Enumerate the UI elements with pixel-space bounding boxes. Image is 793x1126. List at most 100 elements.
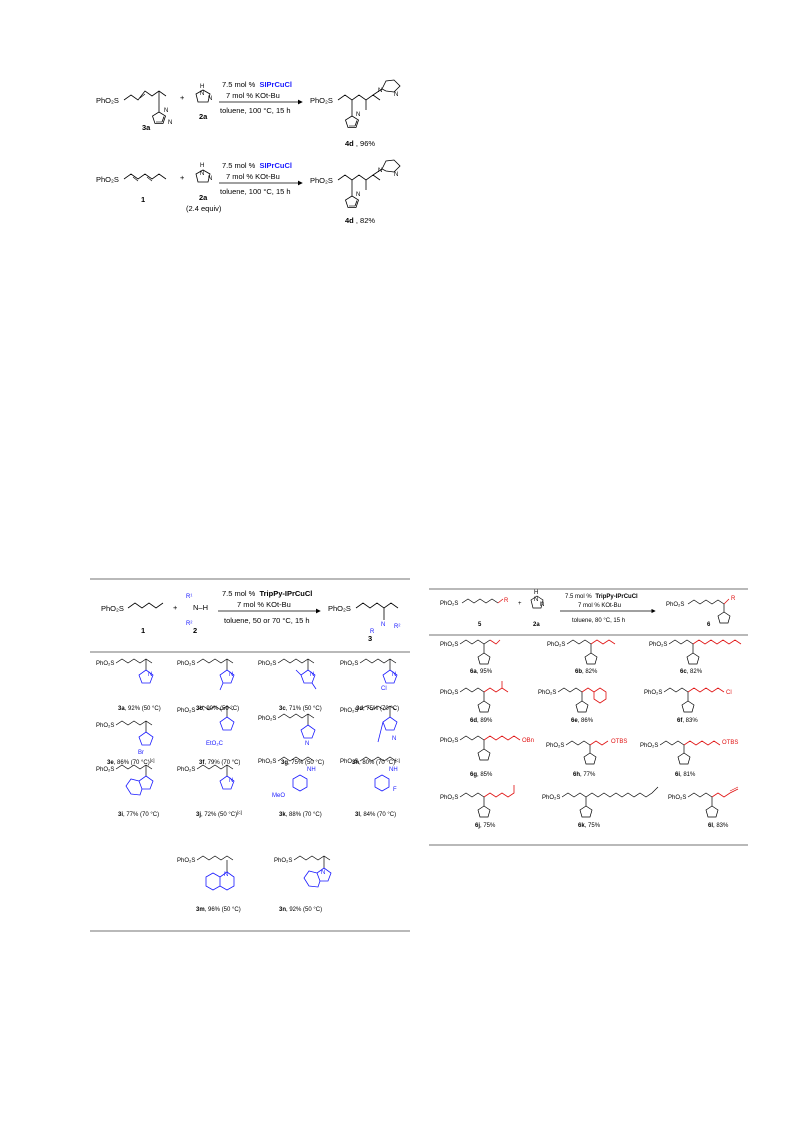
tl-cond3: toluene, 50 or 70 °C, 15 h (224, 616, 310, 625)
scheme2-cond1: 7.5 mol % (222, 161, 256, 170)
svg-text:PhO₂S: PhO₂S (440, 642, 458, 648)
svg-text:PhO₂S: PhO₂S (340, 759, 358, 765)
scheme2-product-yield: , 82% (356, 216, 376, 225)
svg-text:N: N (392, 672, 396, 678)
svg-text:N: N (208, 96, 212, 102)
tl-yield-3j: 3j, 72% (50 °C)[c] (196, 810, 242, 818)
scheme2-product-text: PhO₂S (310, 176, 333, 185)
tl-sub-eto2c: EtO₂C (206, 741, 224, 747)
svg-text:PhO₂S: PhO₂S (258, 661, 276, 667)
tl-header-product: PhO₂S (328, 604, 351, 613)
svg-text:N: N (394, 172, 398, 178)
svg-text:N: N (378, 88, 382, 94)
svg-text:N: N (229, 672, 233, 678)
tr-catalyst: TripPy-IPrCuCl (595, 594, 638, 600)
scheme1-cond2: 7 mol % KOt-Bu (226, 91, 280, 100)
tr-header-reactant: PhO₂S (440, 601, 458, 607)
tl-yield-3e: 3e, 86% (70 °C)[c] (107, 758, 155, 766)
svg-text:H: H (200, 163, 204, 169)
scheme2-cond2: 7 mol % KOt-Bu (226, 172, 280, 181)
tl-header-plus: + (173, 603, 178, 612)
svg-text:4d , 82%: 4d , 82% (345, 216, 375, 225)
scheme1-reactant-label: 3a (142, 123, 151, 132)
tl-compound-3a: PhO₂S N (96, 658, 154, 684)
tl-compound-3f: PhO₂S EtO₂C (177, 705, 235, 747)
svg-text:N: N (378, 168, 382, 174)
table-right: PhO₂S R 5 + H N N 2a 7.5 mol % TripPy-IP… (429, 588, 748, 846)
scheme2-product-label: 4d (345, 216, 354, 225)
svg-text:N: N (394, 92, 398, 98)
tl-yield-3g: 3g, 75% (50 °C) (281, 760, 324, 766)
svg-text:PhO₂S: PhO₂S (542, 795, 560, 801)
svg-text:PhO₂S: PhO₂S (668, 795, 686, 801)
tr-cond1: 7.5 mol % (565, 594, 592, 600)
tr-yield-6k: 6k, 75% (578, 823, 601, 829)
tr-yield-6a: 6a, 95% (470, 669, 493, 675)
tl-yield-3b: 3b, 90% (50 °C) (196, 706, 239, 712)
svg-text:PhO₂S: PhO₂S (440, 690, 458, 696)
svg-text:PhO₂S: PhO₂S (177, 767, 195, 773)
svg-text:N: N (534, 597, 538, 603)
tr-yield-6l: 6l, 83% (708, 823, 729, 829)
svg-text:N: N (148, 672, 152, 678)
tr-header-plus: + (518, 601, 522, 607)
tl-yield-3n: 3n, 92% (50 °C) (279, 907, 322, 913)
scheme1-plus: + (180, 93, 185, 102)
tl-cond2: 7 mol % KOt-Bu (237, 600, 291, 609)
scheme1-cond1: 7.5 mol % (222, 80, 256, 89)
tr-group-cl: Cl (726, 690, 732, 696)
tl-compound-3j: PhO₂S N (177, 764, 235, 790)
svg-text:N: N (164, 108, 168, 114)
svg-text:PhO₂S: PhO₂S (96, 767, 114, 773)
scheme1-product-label: 4d (345, 139, 354, 148)
svg-text:N: N (305, 741, 309, 747)
svg-text:PhO₂S: PhO₂S (340, 708, 358, 714)
tl-sub-cl: Cl (381, 686, 387, 692)
svg-text:H: H (200, 84, 204, 90)
tr-yield-6j: 6j, 75% (475, 823, 496, 829)
tr-header-product-label: 6 (707, 622, 711, 628)
tr-group-otbs-h: OTBS (611, 739, 627, 745)
tl-compound-3i: PhO₂S (96, 764, 154, 796)
tl-sub-nh-k: NH (307, 767, 316, 773)
tl-compound-3n: PhO₂S N (274, 855, 332, 888)
tr-cond3: toluene, 80 °C, 15 h (572, 618, 625, 624)
svg-text:PhO₂S: PhO₂S (274, 858, 292, 864)
svg-text:PhO₂S: PhO₂S (340, 661, 358, 667)
svg-text:PhO₂S: PhO₂S (177, 661, 195, 667)
svg-text:N: N (392, 736, 396, 742)
scheme2-reactant-text: PhO₂S (96, 175, 119, 184)
svg-text:PhO₂S: PhO₂S (96, 723, 114, 729)
svg-text:PhO₂S: PhO₂S (547, 642, 565, 648)
svg-text:PhO₂S: PhO₂S (640, 743, 658, 749)
tr-compound-6c: PhO₂S (649, 639, 742, 665)
scheme1-catalyst: SIPrCuCl (259, 80, 292, 89)
tl-compound-3d: PhO₂S Cl N (340, 658, 398, 692)
tr-header-r: R (504, 598, 509, 604)
scheme2-catalyst: SIPrCuCl (259, 161, 292, 170)
svg-text:N: N (168, 120, 172, 126)
scheme-2: PhO₂S 1 + H N N 2a (2.4 equiv) 7.5 mol %… (96, 159, 401, 225)
tr-yield-6c: 6c, 82% (680, 669, 703, 675)
tl-header-reactant: PhO₂S (101, 604, 124, 613)
svg-text:PhO₂S: PhO₂S (258, 759, 276, 765)
scheme1-cond3: toluene, 100 °C, 15 h (220, 106, 291, 115)
tl-cond1: 7.5 mol % (222, 589, 256, 598)
svg-text:R²: R² (394, 624, 400, 630)
tl-sub-meo: MeO (272, 793, 285, 799)
tr-yield-6e: 6e, 86% (571, 718, 594, 724)
svg-text:N: N (200, 171, 204, 177)
tr-compound-6l: PhO₂S (668, 786, 739, 818)
scheme1-product-text: PhO₂S (310, 96, 333, 105)
tl-yield-3c: 3c, 71% (50 °C) (279, 706, 322, 712)
tl-yield-3h: 3h, 80% (70 °C)[c] (352, 758, 400, 766)
tr-yield-6i: 6i, 81% (675, 772, 696, 778)
tr-header-reagent-label: 2a (533, 622, 540, 628)
tr-header-product: PhO₂S (666, 602, 684, 608)
tl-yield-3k: 3k, 88% (70 °C) (279, 812, 322, 818)
tl-compound-3l: PhO₂S NH F (340, 756, 398, 793)
tl-yield-3f: 3f, 79% (70 °C) (199, 760, 240, 766)
tr-compound-6b: PhO₂S (547, 639, 616, 665)
tl-sub-f: F (393, 787, 397, 793)
